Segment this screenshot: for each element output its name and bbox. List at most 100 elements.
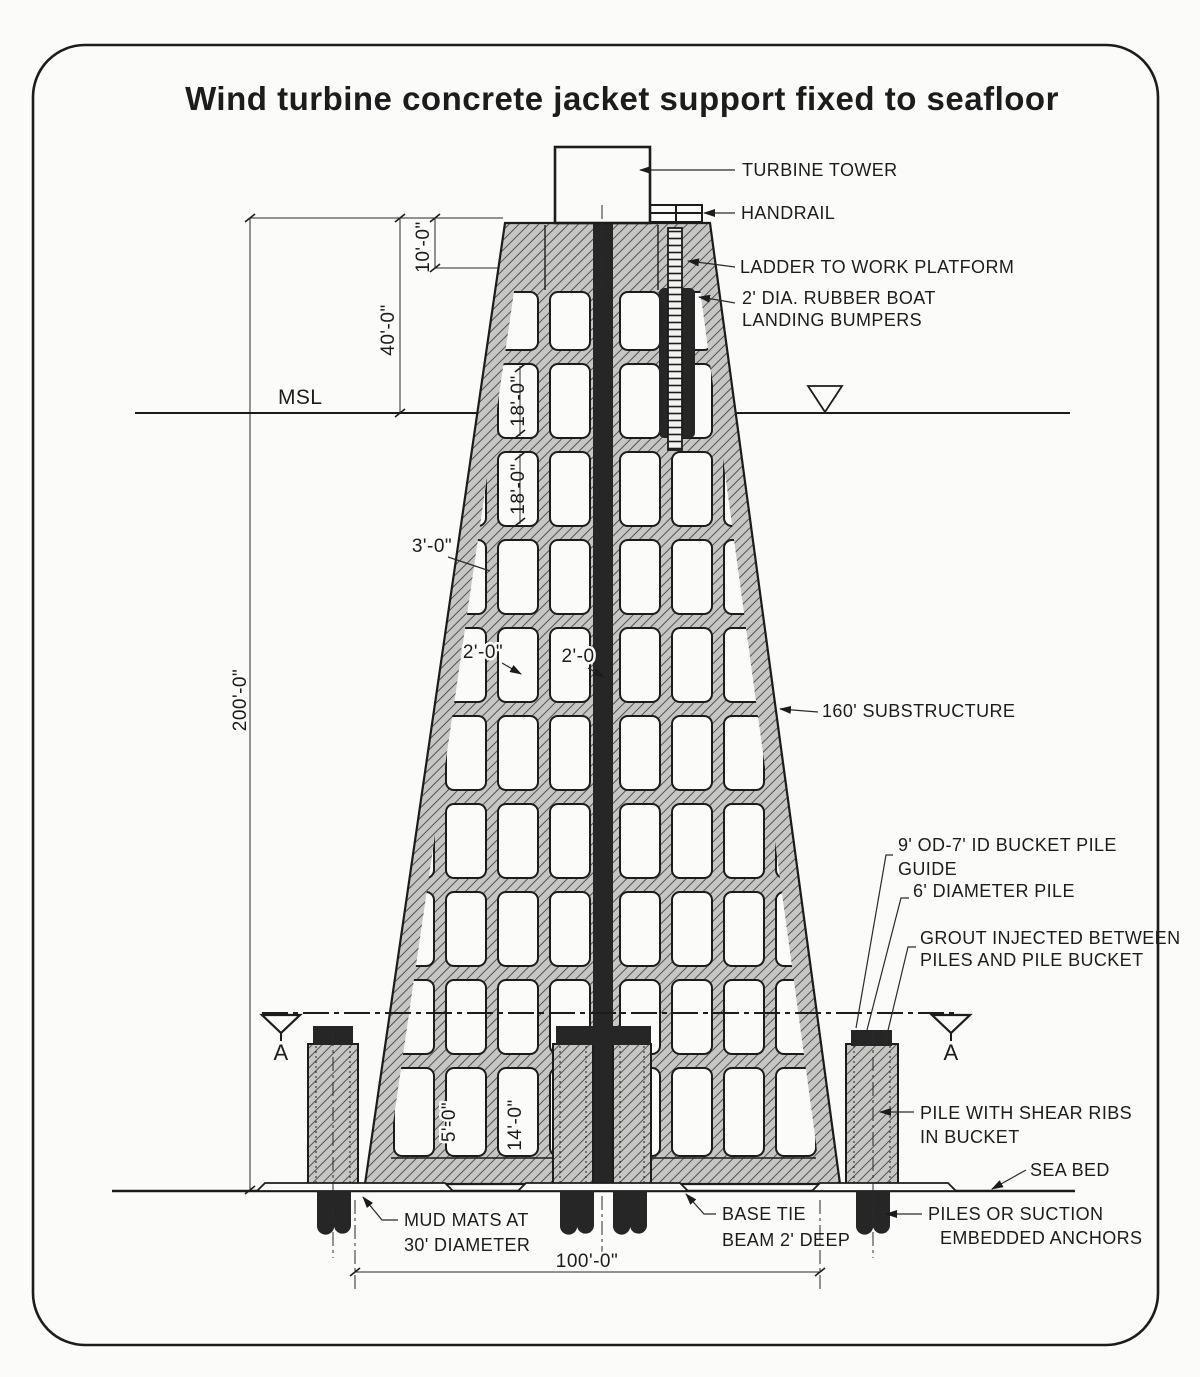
jacket-opening bbox=[619, 715, 661, 791]
dim-bottom-bay-14: 14'-0" bbox=[505, 1099, 526, 1150]
dim-bay-18-lower: 18'-0" bbox=[508, 463, 529, 514]
sea-bed-label: SEA BED bbox=[1030, 1160, 1110, 1180]
dim-wall-thickness: 3'-0" bbox=[412, 536, 452, 557]
jacket-opening bbox=[497, 627, 539, 703]
central-pile bbox=[593, 223, 613, 1184]
jacket-opening bbox=[497, 451, 539, 527]
jacket-opening bbox=[238, 1068, 278, 1156]
leader-lines bbox=[362, 166, 1027, 1221]
grout-label-line1: GROUT INJECTED BETWEEN bbox=[920, 928, 1180, 948]
jacket-opening bbox=[238, 804, 278, 878]
jacket-opening bbox=[880, 628, 920, 702]
right-pile-cap bbox=[851, 1030, 892, 1046]
jacket-opening bbox=[497, 891, 539, 967]
base-tie-label-line2: BEAM 2' DEEP bbox=[722, 1230, 850, 1250]
jacket-opening bbox=[932, 540, 972, 614]
jacket-opening bbox=[445, 1067, 487, 1157]
jacket-opening bbox=[290, 292, 330, 350]
jacket-opening bbox=[238, 540, 278, 614]
jacket-opening bbox=[775, 539, 817, 615]
dimension-extension-lines bbox=[249, 217, 503, 1190]
grout-interface-lines bbox=[315, 1046, 891, 1184]
msl-label: MSL bbox=[278, 386, 322, 409]
jacket-opening bbox=[671, 979, 713, 1055]
mud-mats-label-line2: 30' DIAMETER bbox=[404, 1235, 530, 1255]
jacket-opening bbox=[723, 979, 765, 1055]
jacket-opening bbox=[932, 364, 972, 438]
dim-above-msl: 40'-0" bbox=[378, 304, 399, 355]
jacket-opening bbox=[671, 451, 713, 527]
jacket-opening bbox=[393, 451, 435, 527]
jacket-opening bbox=[619, 451, 661, 527]
dimension-texts: 200'-0" 40'-0" 10'-0" 18'-0" 18'-0" 3'-0… bbox=[228, 219, 597, 1153]
annotation-labels: TURBINE TOWER HANDRAIL LADDER TO WORK PL… bbox=[404, 160, 1180, 1255]
jacket-opening bbox=[549, 539, 591, 615]
dim-bay-18-upper: 18'-0" bbox=[508, 375, 529, 426]
jacket-opening bbox=[290, 716, 330, 790]
center-left-pile-cap bbox=[556, 1026, 597, 1045]
jacket-opening bbox=[393, 1067, 435, 1157]
section-letter-left: A bbox=[273, 1040, 288, 1065]
center-right-embedded-pile bbox=[612, 1191, 648, 1235]
jacket-opening bbox=[619, 539, 661, 615]
section-marker-right: A bbox=[929, 1013, 973, 1065]
jacket-opening bbox=[445, 715, 487, 791]
jacket-opening bbox=[932, 628, 972, 702]
shear-ribs-label-line1: PILE WITH SHEAR RIBS bbox=[920, 1103, 1132, 1123]
jacket-opening bbox=[671, 627, 713, 703]
jacket-opening bbox=[342, 892, 382, 966]
jacket-opening bbox=[342, 540, 382, 614]
jacket-opening bbox=[393, 627, 435, 703]
jacket-opening bbox=[497, 803, 539, 879]
jacket-opening bbox=[723, 803, 765, 879]
jacket-opening bbox=[932, 452, 972, 526]
jacket-opening bbox=[549, 451, 591, 527]
center-right-pile-bucket bbox=[612, 1043, 652, 1187]
jacket-opening bbox=[828, 804, 868, 878]
jacket-opening bbox=[619, 627, 661, 703]
jacket-opening bbox=[880, 452, 920, 526]
bucket-guide-label-line2: GUIDE bbox=[898, 859, 957, 879]
dim-total-height: 200'-0" bbox=[230, 669, 251, 731]
dim-beam-width-right: 2'-0 bbox=[561, 646, 594, 667]
jacket-opening bbox=[342, 452, 382, 526]
jacket-opening bbox=[828, 716, 868, 790]
jacket-opening bbox=[932, 716, 972, 790]
jacket-opening bbox=[238, 892, 278, 966]
jacket-opening bbox=[723, 891, 765, 967]
jacket-opening bbox=[549, 803, 591, 879]
jacket-opening bbox=[619, 363, 661, 439]
right-pile-bucket bbox=[845, 1043, 899, 1187]
jacket-opening bbox=[828, 540, 868, 614]
jacket-opening bbox=[342, 292, 382, 350]
drawing-title: Wind turbine concrete jacket support fix… bbox=[185, 80, 1059, 117]
jacket-opening bbox=[775, 627, 817, 703]
jacket-opening bbox=[342, 628, 382, 702]
jacket-opening bbox=[290, 804, 330, 878]
jacket-opening bbox=[549, 291, 591, 351]
shear-ribs-label-line2: IN BUCKET bbox=[920, 1127, 1020, 1147]
jacket-opening bbox=[290, 892, 330, 966]
jacket-opening bbox=[549, 715, 591, 791]
dim-top-section: 10'-0" bbox=[413, 221, 434, 272]
ladder-label: LADDER TO WORK PLATFORM bbox=[740, 257, 1014, 277]
jacket-opening bbox=[290, 628, 330, 702]
jacket-opening bbox=[828, 452, 868, 526]
jacket-opening bbox=[880, 716, 920, 790]
jacket-opening bbox=[723, 715, 765, 791]
grout-label-line2: PILES AND PILE BUCKET bbox=[920, 950, 1143, 970]
turbine-tower-label: TURBINE TOWER bbox=[742, 160, 898, 180]
jacket-opening bbox=[342, 364, 382, 438]
jacket-opening bbox=[828, 364, 868, 438]
left-embedded-pile bbox=[316, 1191, 352, 1235]
dim-bottom-bay-5: 5'-0" bbox=[439, 1102, 460, 1142]
substructure-label: 160' SUBSTRUCTURE bbox=[822, 701, 1015, 721]
diameter-pile-label: 6' DIAMETER PILE bbox=[913, 881, 1075, 901]
section-letter-right: A bbox=[943, 1040, 958, 1065]
jacket-opening bbox=[445, 803, 487, 879]
bumpers-label-line2: LANDING BUMPERS bbox=[742, 310, 922, 330]
jacket-opening bbox=[445, 979, 487, 1055]
base-tie-label-line1: BASE TIE bbox=[722, 1204, 806, 1224]
center-left-embedded-pile bbox=[559, 1191, 595, 1235]
anchors-label-line2: EMBEDDED ANCHORS bbox=[940, 1228, 1142, 1248]
